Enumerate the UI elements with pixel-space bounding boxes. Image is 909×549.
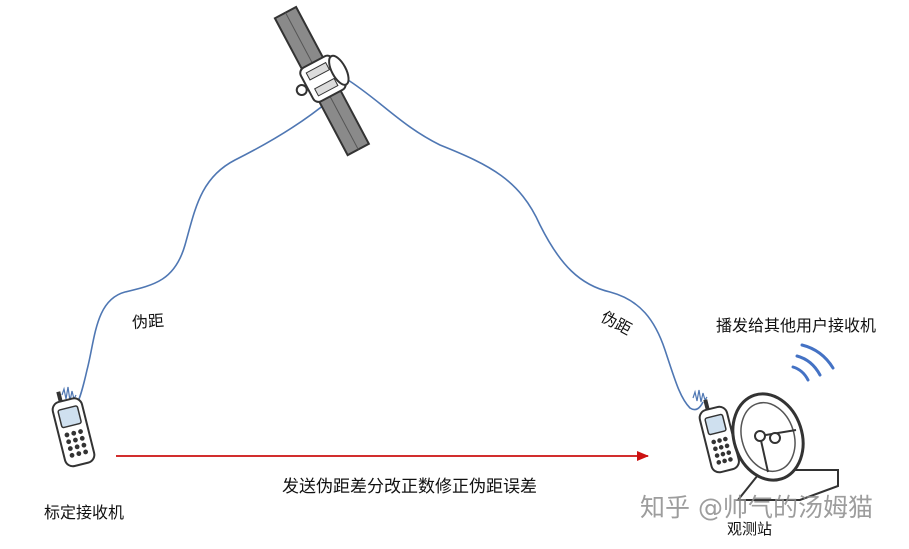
mobile-phone-icon [49,387,96,468]
correction-arrow-label: 发送伪距差分改正数修正伪距误差 [282,477,537,497]
satellite-icon [262,0,382,162]
pseudorange-signal-left [74,100,330,408]
watermark: 知乎 @帅气的汤姆猫 [640,493,873,523]
pseudorange-signal-right [345,78,703,410]
broadcast-waves-icon [793,345,833,380]
pseudorange-label-left: 伪距 [131,311,164,333]
broadcast-label: 播发给其他用户接收机 [716,316,876,336]
reference-receiver-label: 标定接收机 [44,503,124,523]
satellite-dish-icon [722,385,838,500]
